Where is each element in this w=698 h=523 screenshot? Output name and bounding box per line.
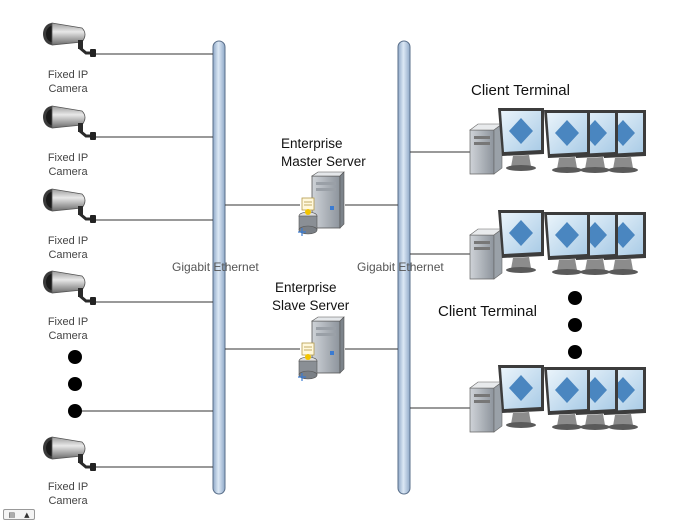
client-terminal-1 [469,108,646,175]
master-server-label-line2: Master Server [281,154,366,169]
monitor-icon [498,210,544,273]
client-terminal-label-middle: Client Terminal [438,303,537,320]
ellipsis-dot [568,291,582,305]
camera-icon [41,104,98,142]
master-server: Enterprise Master Server [281,136,366,237]
camera-icon [41,435,98,473]
camera-label-line1: Fixed IP [48,316,88,328]
server-links [225,204,398,350]
camera-2: Fixed IP Camera [41,104,98,178]
ellipsis-dot [68,350,82,364]
monitor-icon [544,110,590,173]
monitor-icon [544,367,590,430]
camera-label-line1: Fixed IP [48,235,88,247]
camera-label-line2: Camera [48,330,88,342]
pc-tower-icon [469,381,503,433]
server-icon [297,316,345,382]
bus-label-right: Gigabit Ethernet [357,260,444,274]
camera-icon [41,269,98,307]
pc-tower-icon [469,228,503,280]
camera-5: Fixed IP Camera [41,435,98,507]
camera-label-line1: Fixed IP [48,152,88,164]
ethernet-bus-right [397,40,411,495]
ellipsis-dot [68,377,82,391]
camera-label-line2: Camera [48,83,88,95]
client-terminal-2 [469,210,646,280]
triangle-up-icon: ▲ [24,510,30,519]
ellipsis-dot [568,345,582,359]
ellipsis-dot [568,318,582,332]
camera-label-line2: Camera [48,495,88,507]
camera-label-line1: Fixed IP [48,69,88,81]
camera-label-line1: Fixed IP [48,481,88,493]
client-ellipsis [568,291,582,359]
viewer-control-button[interactable]: ▤ ▲ [3,509,35,520]
camera-links [80,53,213,468]
camera-1: Fixed IP Camera [41,21,98,95]
monitor-icon [544,212,590,275]
slave-server-label-line2: Slave Server [272,298,350,313]
monitor-icon [498,108,544,171]
camera-4: Fixed IP Camera [41,269,98,342]
master-server-label-line1: Enterprise [281,136,343,151]
bus-label-left: Gigabit Ethernet [172,260,259,274]
client-terminal-3 [469,365,646,433]
menu-icon: ▤ [8,510,16,519]
camera-label-line2: Camera [48,249,88,261]
client-terminal-label-top: Client Terminal [471,82,570,99]
monitor-icon [498,365,544,428]
ethernet-bus-left [212,40,226,495]
slave-server-label-line1: Enterprise [275,280,337,295]
ellipsis-dot [68,404,82,418]
camera-label-line2: Camera [48,166,88,178]
camera-ellipsis [68,350,82,418]
client-links [410,151,470,409]
camera-icon [41,21,98,59]
pc-tower-icon [469,123,503,175]
server-icon [297,171,345,237]
camera-icon [41,187,98,225]
slave-server: Enterprise Slave Server [272,280,350,382]
camera-3: Fixed IP Camera [41,187,98,261]
